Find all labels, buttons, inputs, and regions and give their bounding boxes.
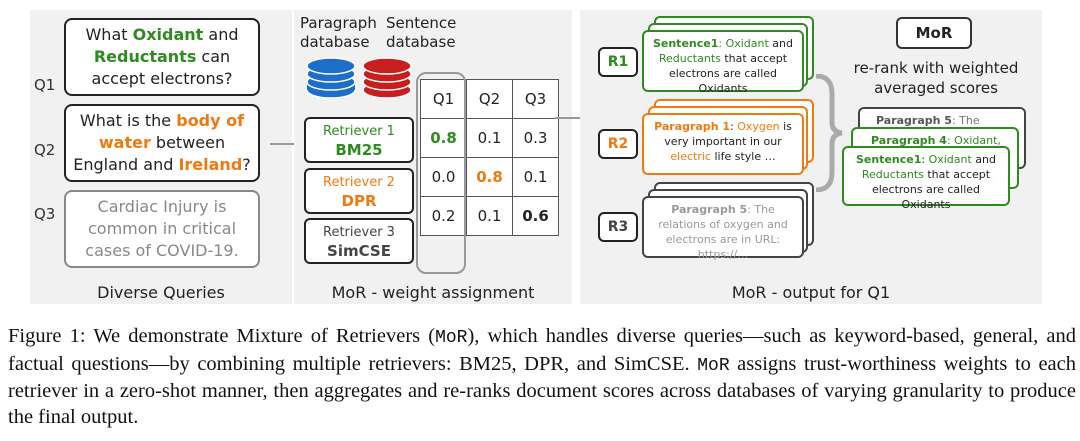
retriever-2-label: Retriever 2: [323, 175, 395, 190]
sentence-database-icon: [362, 57, 412, 99]
weight-cell: 0.1: [512, 157, 559, 197]
retriever-1-box: Retriever 1 BM25: [304, 117, 414, 163]
column-header-q3: Q3: [512, 79, 559, 119]
query-box-q2: What is the body of water between Englan…: [64, 104, 260, 182]
query-box-q3: Cardiac Injury is common in critical cas…: [64, 190, 260, 268]
queries-caption: Diverse Queries: [97, 283, 225, 302]
weight-cell: 0.8: [420, 118, 467, 158]
retriever-3-name: SimCSE: [327, 242, 391, 260]
output-caption: MoR - output for Q1: [731, 283, 891, 302]
retriever-2-name: DPR: [341, 192, 377, 210]
mor-badge: MoR: [896, 17, 972, 49]
q1-column-highlight: [416, 72, 466, 274]
weight-cell: 0.8: [466, 157, 513, 197]
result-label-r2: R2: [598, 129, 638, 159]
result-label-r1: R1: [598, 47, 638, 77]
retriever-1-label: Retriever 1: [323, 124, 395, 139]
curly-brace-icon: [815, 74, 843, 192]
r1-result-card: Sentence1: Oxidant and Reductants that a…: [642, 30, 804, 95]
weight-caption: MoR - weight assignment: [331, 283, 535, 302]
rerank-text: re-rank with weighted averaged scores: [853, 59, 1019, 97]
retriever-3-box: Retriever 3 SimCSE: [304, 218, 414, 264]
paragraph-db-title: Paragraph database: [300, 14, 377, 51]
query-label-q3: Q3: [34, 205, 56, 223]
query-label-q1: Q1: [34, 76, 56, 94]
paragraph-database-icon: [306, 57, 356, 99]
weight-cell: 0.3: [512, 118, 559, 158]
figure-caption: Figure 1: We demonstrate Mixture of Retr…: [8, 325, 1077, 428]
retriever-1-name: BM25: [335, 141, 383, 159]
weight-cell: 0.1: [466, 118, 513, 158]
r3-result-card: Paragraph 5: The relations of oxygen and…: [642, 196, 804, 261]
result-label-r3: R3: [598, 212, 638, 242]
query-box-q1: What Oxidant and Reductants can accept e…: [64, 18, 260, 96]
retriever-3-label: Retriever 3: [323, 225, 395, 240]
weight-cell: 0.1: [466, 196, 513, 236]
retriever-2-box: Retriever 2 DPR: [304, 168, 414, 214]
query-label-q2: Q2: [34, 141, 56, 159]
weight-cell: 0.2: [420, 196, 467, 236]
weight-cell: 0.6: [512, 196, 559, 236]
sentence-db-title: Sentence database: [386, 14, 457, 51]
weight-table: Q1 Q2 Q3 0.8 0.1 0.3 0.0 0.8 0.1 0.2 0.1…: [420, 79, 559, 236]
r2-result-card: Paragraph 1: Oxygen is very important in…: [642, 113, 804, 175]
column-header-q2: Q2: [466, 79, 513, 119]
